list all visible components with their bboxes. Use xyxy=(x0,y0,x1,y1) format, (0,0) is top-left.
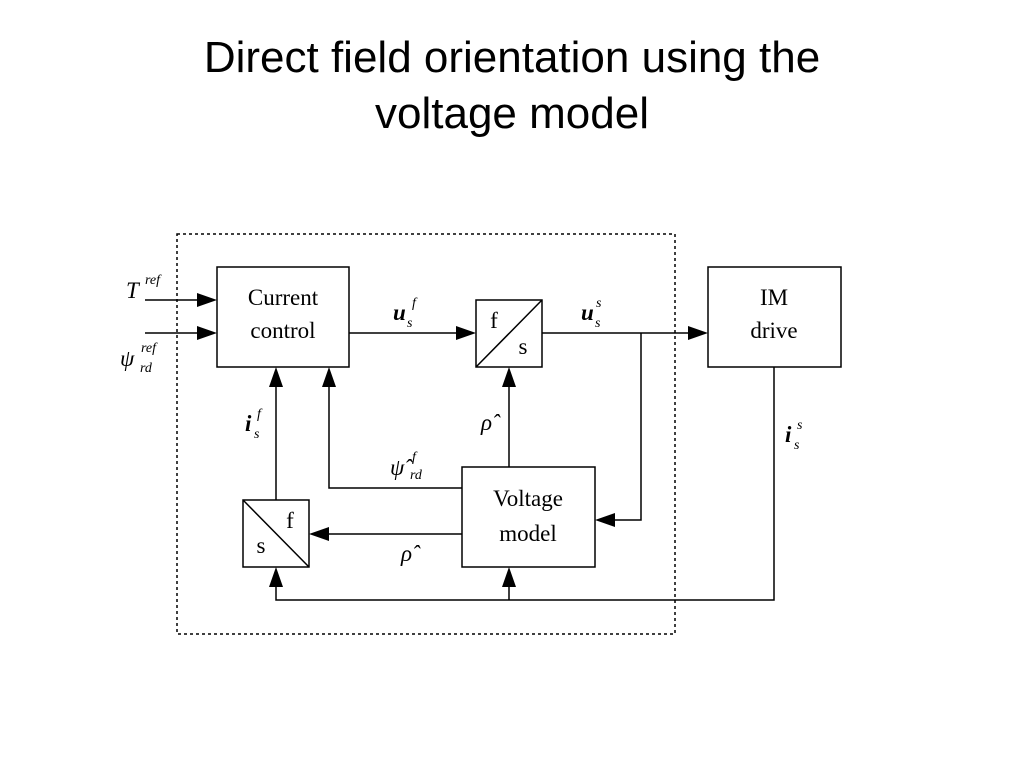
svg-text:rd: rd xyxy=(410,468,423,483)
psi-hat-wire xyxy=(328,381,462,489)
controller-boundary xyxy=(176,233,676,635)
svg-text:i: i xyxy=(785,422,792,447)
current-control-label-2: control xyxy=(250,318,315,343)
is-field-arrow xyxy=(269,367,283,387)
torque-ref-arrow xyxy=(197,293,217,307)
im-drive-label-1: IM xyxy=(760,285,788,310)
svg-text:s: s xyxy=(595,316,601,331)
is-stator-feedback-wire xyxy=(275,367,775,601)
svg-text:ref: ref xyxy=(145,273,162,288)
us-field-arrow xyxy=(456,326,476,340)
us-stator-arrow xyxy=(688,326,708,340)
transform-label-s: s xyxy=(519,334,528,359)
im-drive-block: IM drive xyxy=(707,266,842,368)
voltage-model-label-1: Voltage xyxy=(493,486,563,511)
is-stator-to-sf-arrow xyxy=(269,567,283,587)
title-line-1: Direct field orientation using the xyxy=(203,33,821,82)
svg-text:s: s xyxy=(797,418,803,433)
current-control-label-1: Current xyxy=(248,285,319,310)
us-field-label: u s f xyxy=(393,296,418,331)
title-line-2: voltage model xyxy=(375,89,649,138)
voltage-model-block: Voltage model xyxy=(461,466,596,568)
svg-text:s: s xyxy=(596,296,602,311)
slide-title: Direct field orientation using the volta… xyxy=(0,30,1024,142)
svg-text:ρ̂: ρ̂ xyxy=(480,410,501,435)
us-stator-branch-arrow xyxy=(595,513,615,527)
psi-hat-label: ψ̂ rd f xyxy=(390,450,423,483)
svg-text:i: i xyxy=(245,411,252,436)
svg-text:f: f xyxy=(257,407,263,422)
is-stator-label: i s s xyxy=(785,418,803,453)
rho-hat-top-label: ρ̂ xyxy=(480,410,501,435)
rho-hat-bottom-label: ρ̂ xyxy=(400,541,421,566)
s-f-transform-label-f: f xyxy=(286,508,294,533)
rho-hat-left-arrow xyxy=(309,527,329,541)
rho-hat-up-arrow xyxy=(502,367,516,387)
transform-label-f: f xyxy=(490,308,498,333)
svg-text:s: s xyxy=(794,438,800,453)
svg-text:ρ̂: ρ̂ xyxy=(400,541,421,566)
svg-text:s: s xyxy=(407,316,413,331)
us-stator-label: u s s xyxy=(581,296,602,331)
svg-text:s: s xyxy=(254,427,260,442)
current-control-block: Current control xyxy=(216,266,350,368)
svg-text:u: u xyxy=(393,300,406,325)
torque-ref-label: T ref xyxy=(126,273,162,303)
svg-text:f: f xyxy=(412,450,418,465)
psi-hat-arrow xyxy=(322,367,336,387)
field-to-stator-transform-block: f s xyxy=(475,299,543,368)
flux-ref-label: ψ ref rd xyxy=(120,341,158,376)
s-f-transform-label-s: s xyxy=(257,533,266,558)
flux-ref-arrow xyxy=(197,326,217,340)
im-drive-label-2: drive xyxy=(750,318,797,343)
svg-text:ψ: ψ xyxy=(120,346,135,371)
svg-text:T: T xyxy=(126,278,141,303)
voltage-model-label-2: model xyxy=(499,521,557,546)
is-stator-to-vm-arrow xyxy=(502,567,516,587)
svg-text:f: f xyxy=(412,296,418,311)
us-stator-branch-wire xyxy=(609,333,642,521)
svg-text:u: u xyxy=(581,300,594,325)
stator-to-field-transform-block: f s xyxy=(242,499,310,568)
svg-text:rd: rd xyxy=(140,361,153,376)
is-field-label: i s f xyxy=(245,407,263,442)
svg-text:ref: ref xyxy=(141,341,158,356)
